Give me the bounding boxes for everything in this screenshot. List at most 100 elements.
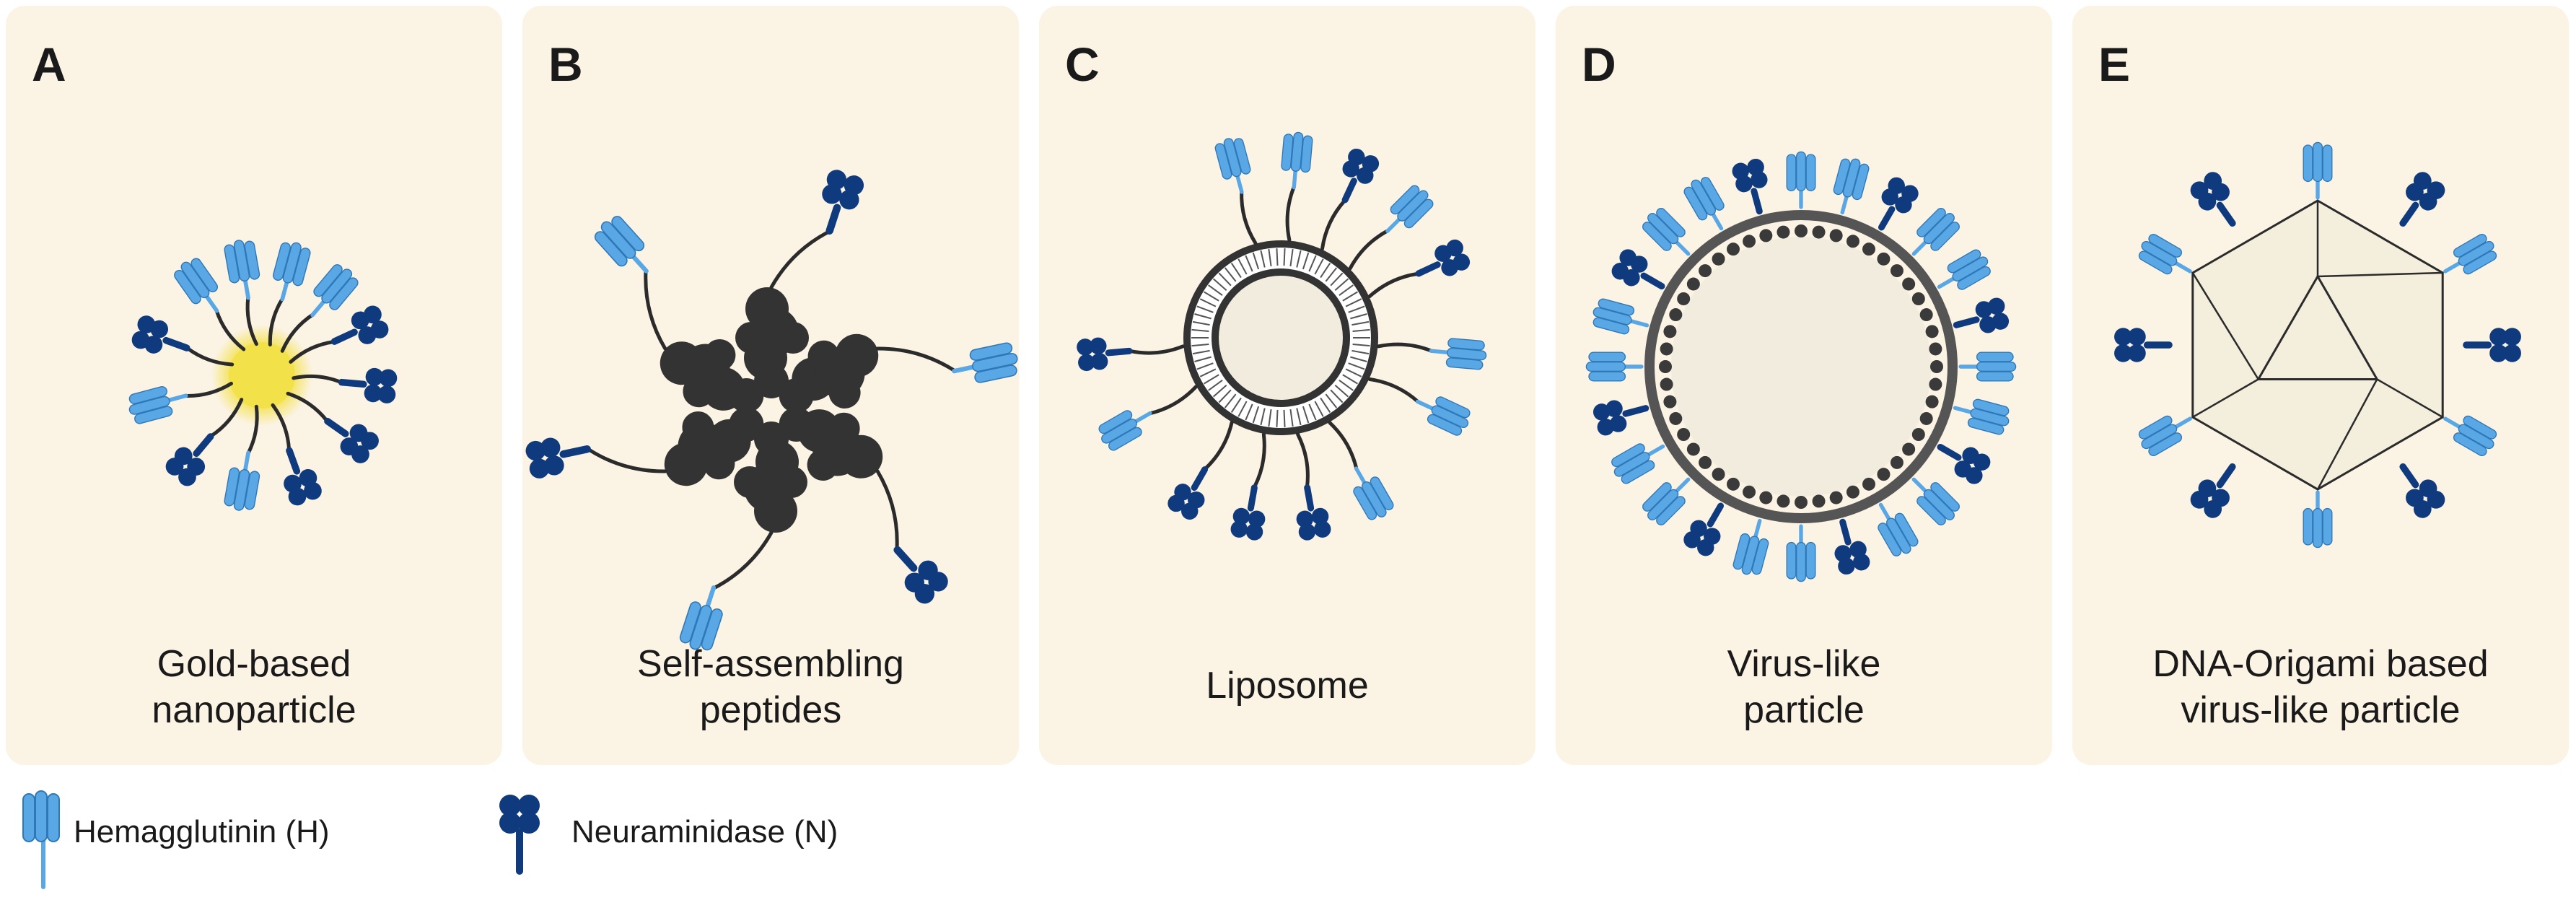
lipid-tail [1330, 272, 1344, 287]
hemagglutinin-icon [1642, 208, 1691, 256]
neuraminidase-icon [284, 447, 322, 506]
lipid-tail [1230, 262, 1242, 279]
neuraminidase-icon [131, 315, 190, 354]
capsid-subunit [1919, 411, 1933, 425]
lipid-tail [1320, 262, 1331, 279]
lipid-tail [1350, 356, 1367, 362]
hemagglutinin-icon [174, 258, 219, 313]
peptide-lobe [664, 407, 764, 486]
lipid-tail [1314, 258, 1324, 275]
legend-neuraminidase: Neuraminidase (N) [491, 787, 924, 895]
lipid-tail [1330, 389, 1344, 403]
lipid-tail [1212, 385, 1227, 398]
hemagglutinin-icon [1585, 351, 1644, 382]
lipid-tail [1199, 298, 1217, 307]
lipid-tail [1204, 374, 1219, 385]
hemagglutinin-icon [1214, 138, 1251, 194]
capsid-subunit [1930, 360, 1943, 373]
caption-b-line-2: peptides [699, 689, 842, 731]
neuraminidase-icon [1834, 518, 1870, 575]
linker-strand [1203, 421, 1234, 471]
neuraminidase-icon [1937, 443, 1991, 484]
lipid-tail [1245, 403, 1253, 421]
neuraminidase-icon [324, 417, 379, 463]
capsid-subunit [1777, 494, 1790, 508]
capsid-subunit [1812, 225, 1826, 239]
lipid-tail [1191, 343, 1209, 347]
capsid-subunit [1929, 342, 1942, 356]
liposome-lumen [1219, 276, 1343, 400]
neuraminidase-icon [2399, 463, 2445, 518]
caption-d-line-1: Virus-like [1727, 643, 1881, 685]
capsid-subunit [1829, 229, 1843, 243]
capsid-subunit [1663, 395, 1677, 409]
linker-strand [292, 374, 343, 385]
caption-c-line-1: Liposome [1206, 665, 1369, 707]
hemagglutinin-icon [1611, 443, 1665, 484]
panel-dna-origami-vlp: E DNA-Origami based virus-like particle [2072, 6, 2569, 765]
peptide-lobe [735, 287, 809, 398]
hemagglutinin-icon [1098, 410, 1152, 451]
caption-c: Liposome [1039, 663, 1535, 709]
neuraminidase-icon [893, 546, 948, 604]
capsid-subunit [1759, 229, 1773, 243]
panel-self-assembling-peptides: B Self-assembling peptides [522, 6, 1019, 765]
caption-e-line-2: virus-like particle [2181, 689, 2461, 731]
lipid-tail [1191, 328, 1209, 333]
neuraminidase-icon [1230, 484, 1266, 541]
lipid-tail [1192, 320, 1210, 326]
lipid-tail [1351, 349, 1370, 355]
hemagglutinin-icon [2138, 415, 2192, 457]
capsid-subunit [1877, 468, 1891, 481]
neuraminidase-icon [1611, 249, 1665, 290]
lipid-tail [1252, 406, 1260, 424]
linker-strand [209, 398, 244, 438]
neuraminidase-icon [1953, 297, 2010, 333]
panel-label-a: A [32, 38, 66, 91]
lipid-tail [1308, 255, 1317, 272]
lipid-tail [1237, 401, 1248, 417]
lipid-tail [1348, 305, 1365, 313]
capsid-subunit [1919, 308, 1933, 322]
hemagglutinin-icon [1683, 177, 1725, 231]
capsid-subunit [1663, 325, 1677, 338]
linker-strand [769, 230, 831, 289]
capsid-subunit [1669, 411, 1683, 425]
neuraminidase-icon [525, 437, 591, 479]
origami-face [2256, 274, 2379, 380]
caption-b: Self-assembling peptides [522, 641, 1019, 733]
neuraminidase-icon [165, 433, 214, 486]
linker-strand [214, 308, 246, 351]
hemagglutinin-icon [224, 240, 260, 300]
hemagglutinin-icon [1281, 131, 1313, 190]
neuraminidase-icon [2114, 328, 2173, 362]
hemagglutinin-icon [1953, 398, 2010, 435]
origami-edge [2317, 271, 2443, 278]
lipid-tail [1345, 368, 1362, 377]
linker-strand [183, 381, 233, 398]
neuraminidase-icon [1415, 239, 1471, 277]
lipid-tail [1260, 250, 1266, 268]
linker-strand [185, 346, 235, 367]
peptide-lobe [779, 407, 883, 481]
neuraminidase-icon [2399, 172, 2445, 227]
linker-strand [644, 268, 667, 351]
lipid-tail [1302, 252, 1310, 270]
neuraminidase-icon [1296, 484, 1331, 541]
lipid-tail [1296, 408, 1302, 426]
neuraminidase-icon [1167, 466, 1209, 520]
linker-strand [1367, 271, 1420, 299]
capsid-subunit [1686, 442, 1700, 456]
hemagglutinin-icon [22, 790, 60, 889]
gold-core [229, 342, 295, 409]
linker-strand [245, 295, 258, 346]
legend-neuraminidase-label: Neuraminidase (N) [571, 814, 838, 849]
capsid-subunit [1829, 491, 1843, 504]
caption-e-line-1: DNA-Origami based [2152, 643, 2489, 685]
capsid-subunit [1902, 442, 1916, 456]
capsid-subunit [1686, 277, 1700, 291]
capsid-subunit [1911, 428, 1925, 441]
lipid-tail [1308, 403, 1317, 421]
lipid-tail [1334, 385, 1349, 398]
capsid-subunit [1890, 264, 1903, 278]
